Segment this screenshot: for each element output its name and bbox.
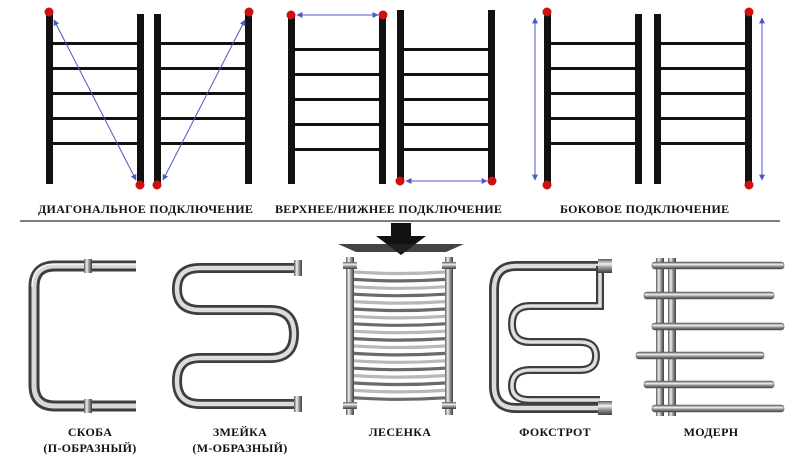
ladder-rung: [353, 300, 446, 305]
connection-point: [44, 7, 54, 17]
connection-point: [152, 180, 162, 190]
label-lesenka: ЛЕСЕНКА: [368, 425, 432, 439]
towel-dryer-skoba: [28, 259, 136, 413]
ladder-rung: [353, 322, 446, 327]
side-connection-diagram: [532, 7, 765, 190]
label-skoba: СКОБА (П-ОБРАЗНЫЙ): [30, 424, 150, 456]
label-skoba-line1: СКОБА: [67, 425, 113, 439]
dark-shelf: [338, 244, 464, 252]
label-fokstrot: ФОКСТРОТ: [519, 425, 591, 439]
label-modern: МОДЕРН: [683, 425, 739, 439]
towel-dryer-modern: [635, 258, 785, 416]
connection-point: [744, 7, 754, 17]
towel-dryer-fokstrot: [489, 259, 612, 415]
diagonal-flow-arrow-left: [53, 19, 137, 181]
modern-bar: [651, 261, 785, 270]
ladder-rung: [353, 351, 446, 357]
side-right-ladder: [654, 14, 752, 184]
ladder-rung: [353, 329, 446, 335]
ladder-rung: [353, 307, 446, 313]
top-bottom-left-ladder: [288, 14, 386, 184]
label-zmeyka-line2: (М-ОБРАЗНЫЙ): [192, 441, 288, 455]
modern-bar: [643, 380, 775, 389]
connection-point: [744, 180, 754, 190]
label-zmeyka: ЗМЕЙКА (М-ОБРАЗНЫЙ): [180, 424, 300, 456]
ladder-rung: [353, 359, 446, 364]
ladder-rung: [353, 337, 446, 342]
label-side-connection: БОКОВОЕ ПОДКЛЮЧЕНИЕ: [560, 202, 730, 216]
top-bottom-connection-diagram: [286, 10, 497, 186]
ladder-rung: [353, 374, 446, 379]
label-diagonal-connection: ДИАГОНАЛЬНОЕ ПОДКЛЮЧЕНИЕ: [38, 202, 254, 216]
ladder-rung: [353, 314, 446, 320]
ladder-rung: [353, 396, 446, 401]
connection-point: [395, 176, 405, 186]
connection-point: [542, 180, 552, 190]
down-arrow-icon: [376, 223, 426, 255]
connection-point: [244, 7, 254, 17]
label-zmeyka-line1: ЗМЕЙКА: [212, 425, 268, 439]
ladder-rung: [353, 285, 446, 290]
ladder-rung: [353, 292, 446, 298]
modern-bar: [651, 322, 785, 331]
label-skoba-line2: (П-ОБРАЗНЫЙ): [43, 441, 137, 455]
diagonal-flow-arrow-right: [162, 19, 246, 181]
modern-bar: [635, 351, 765, 360]
connection-point: [487, 176, 497, 186]
ladder-rung: [353, 277, 446, 283]
towel-dryer-lesenka: [343, 257, 456, 415]
ladder-rung: [353, 381, 446, 387]
ladder-rung: [353, 344, 446, 350]
connection-point: [286, 10, 296, 20]
modern-bar: [651, 404, 785, 413]
label-top-bottom-connection: ВЕРХНЕЕ/НИЖНЕЕ ПОДКЛЮЧЕНИЕ: [275, 202, 503, 216]
ladder-rung: [353, 388, 446, 394]
ladder-rung: [353, 270, 446, 276]
diagonal-right-ladder: [154, 14, 252, 184]
connection-point: [378, 10, 388, 20]
connection-point: [135, 180, 145, 190]
top-bottom-right-ladder: [397, 10, 495, 180]
side-left-ladder: [544, 14, 642, 184]
diagonal-connection-diagram: [44, 7, 254, 190]
connection-point: [542, 7, 552, 17]
modern-bar: [643, 291, 775, 300]
ladder-rung: [353, 366, 446, 372]
towel-dryer-zmeyka: [171, 260, 302, 412]
